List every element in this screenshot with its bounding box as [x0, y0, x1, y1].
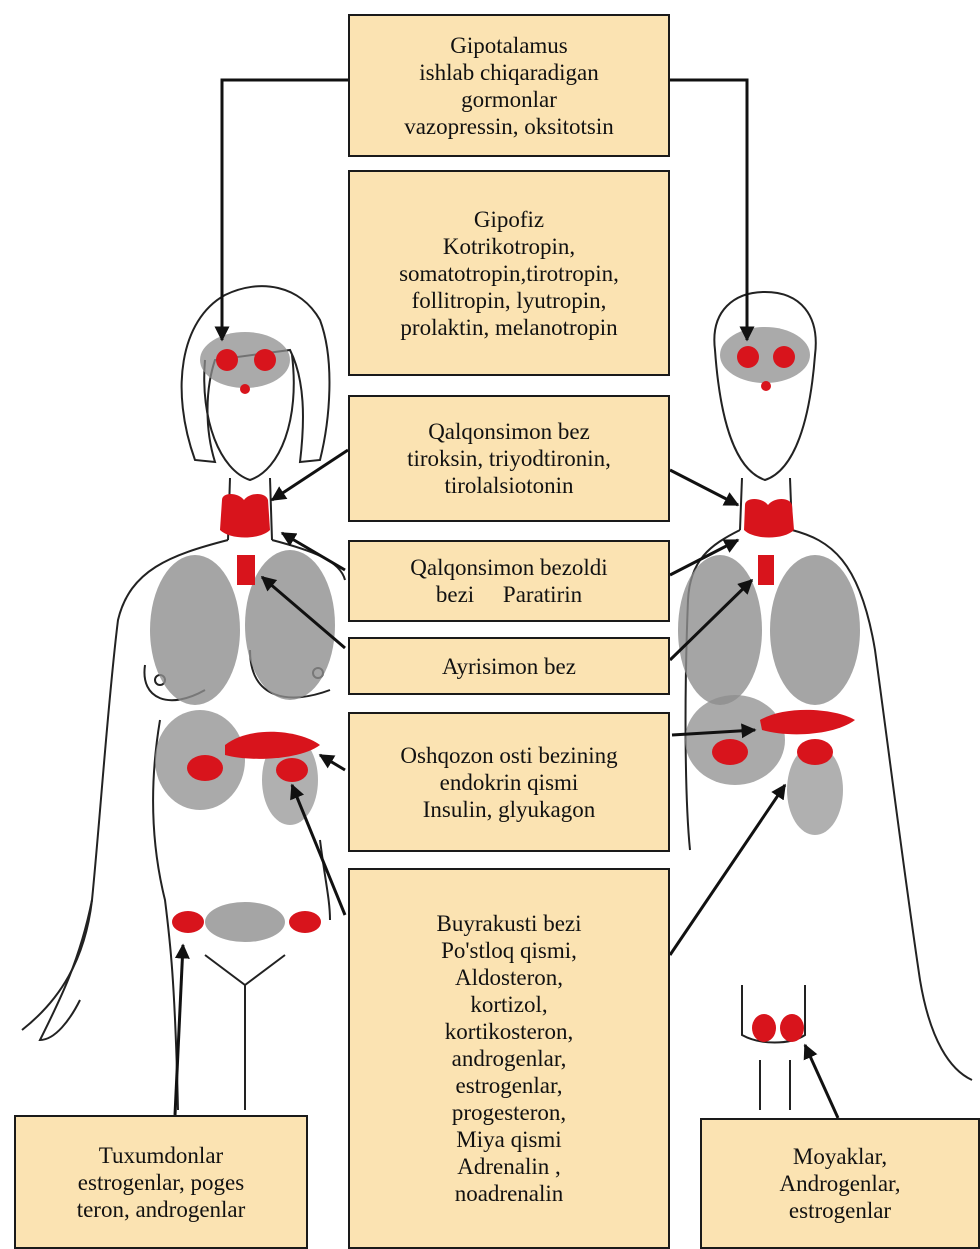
- arrow-icon: [272, 450, 348, 500]
- male-legs: [760, 1060, 790, 1110]
- gland-icon: [712, 739, 748, 765]
- ayrisimon-line-1: Ayrisimon bez: [442, 653, 576, 680]
- buyrakusti-box: Buyrakusti bezi Po'stloq qismi, Aldoster…: [348, 868, 670, 1249]
- oshqozon-line-3: Insulin, glyukagon: [423, 796, 596, 823]
- buyrakusti-line-6: androgenlar,: [452, 1045, 567, 1072]
- oshqozon-box: Oshqozon osti bezining endokrin qismi In…: [348, 712, 670, 852]
- oshqozon-line-1: Oshqozon osti bezining: [400, 742, 617, 769]
- gland-icon: [780, 1014, 804, 1042]
- gland-icon: [172, 911, 204, 933]
- female-organs: [150, 332, 335, 942]
- tuxumdonlar-line-3: teron, androgenlar: [77, 1196, 246, 1223]
- tuxumdonlar-line-2: estrogenlar, poges: [78, 1169, 244, 1196]
- gipofiz-line-1: Gipofiz: [474, 206, 544, 233]
- gland-icon: [240, 384, 250, 394]
- oshqozon-line-2: endokrin qismi: [440, 769, 579, 796]
- gipofiz-line-3: somatotropin,tirotropin,: [399, 260, 619, 287]
- gipotalamus-box: Gipotalamus ishlab chiqaradigan gormonla…: [348, 14, 670, 157]
- gipotalamus-line-1: Gipotalamus: [450, 32, 568, 59]
- gland-icon: [276, 758, 308, 782]
- gland-icon: [237, 555, 255, 585]
- qalqonsimon-oldi-line-2: bezi Paratirin: [436, 581, 582, 608]
- qalqonsimon-line-2: tiroksin, triyodtironin,: [407, 445, 611, 472]
- female-uterus: [205, 902, 285, 942]
- arrow-icon: [670, 470, 738, 505]
- gland-icon: [737, 346, 759, 368]
- arrow-icon: [670, 80, 747, 340]
- buyrakusti-line-9: Miya qismi: [456, 1126, 561, 1153]
- gipotalamus-line-3: gormonlar: [461, 86, 557, 113]
- tuxumdonlar-line-1: Tuxumdonlar: [99, 1142, 223, 1169]
- gland-icon: [187, 755, 223, 781]
- buyrakusti-line-1: Buyrakusti bezi: [437, 910, 582, 937]
- moyaklar-line-3: estrogenlar: [789, 1197, 891, 1224]
- gipofiz-box: Gipofiz Kotrikotropin, somatotropin,tiro…: [348, 170, 670, 376]
- buyrakusti-line-11: noadrenalin: [455, 1180, 564, 1207]
- female-pelvis: [205, 955, 285, 1110]
- moyaklar-box: Moyaklar, Androgenlar, estrogenlar: [700, 1118, 980, 1249]
- gipofiz-line-4: follitropin, lyutropin,: [412, 287, 607, 314]
- qalqonsimon-line-3: tirolalsiotonin: [444, 472, 573, 499]
- buyrakusti-line-10: Adrenalin ,: [457, 1153, 560, 1180]
- gland-icon: [758, 555, 774, 585]
- gland-icon: [254, 349, 276, 371]
- buyrakusti-line-3: Aldosteron,: [455, 964, 563, 991]
- arrow-icon: [320, 755, 345, 770]
- gipofiz-line-2: Kotrikotropin,: [443, 233, 575, 260]
- qalqonsimon-line-1: Qalqonsimon bez: [428, 418, 590, 445]
- female-lung-left: [150, 555, 240, 705]
- gipotalamus-line-4: vazopressin, oksitotsin: [404, 113, 614, 140]
- male-organs: [678, 327, 860, 1042]
- qalqonsimon-box: Qalqonsimon bez tiroksin, triyodtironin,…: [348, 395, 670, 522]
- tuxumdonlar-box: Tuxumdonlar estrogenlar, poges teron, an…: [14, 1115, 308, 1249]
- buyrakusti-line-7: estrogenlar,: [455, 1072, 562, 1099]
- buyrakusti-line-4: kortizol,: [470, 991, 547, 1018]
- qalqonsimon-oldi-box: Qalqonsimon bezoldi bezi Paratirin: [348, 540, 670, 622]
- gipotalamus-line-2: ishlab chiqaradigan: [419, 59, 598, 86]
- arrow-icon: [805, 1045, 838, 1118]
- qalqonsimon-oldi-line-1: Qalqonsimon bezoldi: [410, 554, 607, 581]
- arrow-icon: [292, 785, 345, 915]
- female-brain: [200, 332, 290, 388]
- gland-icon: [761, 381, 771, 391]
- buyrakusti-line-5: kortikosteron,: [445, 1018, 573, 1045]
- gland-icon: [289, 911, 321, 933]
- gland-icon: [752, 1014, 776, 1042]
- moyaklar-line-1: Moyaklar,: [793, 1143, 887, 1170]
- gipofiz-line-5: prolaktin, melanotropin: [400, 314, 617, 341]
- gland-icon: [744, 499, 794, 538]
- gland-icon: [220, 494, 270, 538]
- gland-icon: [773, 346, 795, 368]
- buyrakusti-line-8: progesteron,: [452, 1099, 566, 1126]
- gland-icon: [216, 349, 238, 371]
- gland-icon: [797, 739, 833, 765]
- female-arm: [40, 900, 92, 1040]
- male-brain: [720, 327, 810, 383]
- moyaklar-line-2: Androgenlar,: [779, 1170, 900, 1197]
- buyrakusti-line-2: Po'stloq qismi,: [441, 937, 577, 964]
- female-lung-right: [245, 550, 335, 700]
- male-lung-right: [770, 555, 860, 705]
- ayrisimon-box: Ayrisimon bez: [348, 637, 670, 695]
- arrow-icon: [222, 80, 348, 340]
- male-lung-left: [678, 555, 762, 705]
